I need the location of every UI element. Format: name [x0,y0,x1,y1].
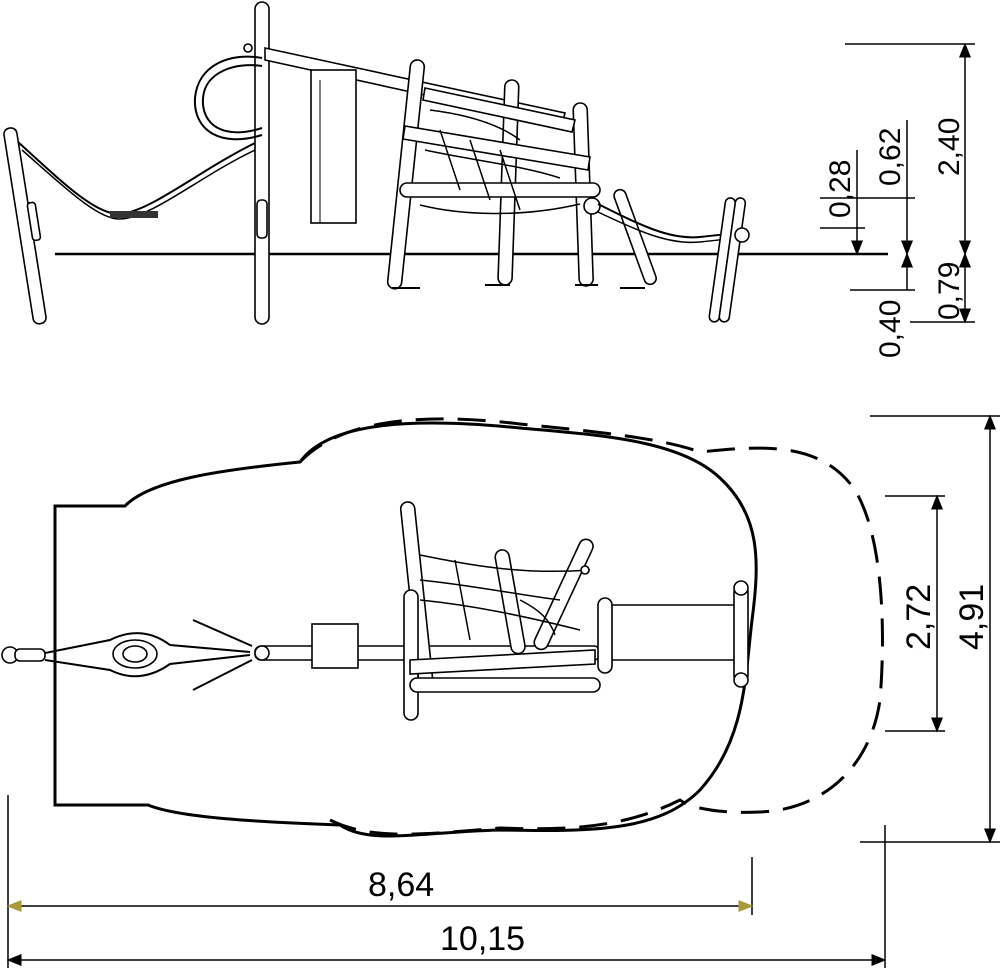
plan-view: 4,91 2,72 8,64 10,15 [1,414,1000,968]
dim-depth-a: 0,79 [933,262,966,320]
plan-dimensions: 4,91 2,72 8,64 10,15 [6,414,1000,968]
rope-bridge [583,197,750,323]
dim-upper-height: 0,62 [874,128,907,186]
plan-climbing-frame [399,501,613,721]
side-view: 2,40 0,62 0,28 0,79 0,40 [3,1,975,358]
dim-width-inner: 2,72 [900,584,938,650]
climbing-frame [386,59,657,290]
dim-length-inner: 8,64 [368,866,434,904]
dim-lower-height: 0,28 [824,160,857,218]
hammock-swing [3,127,256,325]
dim-width-total: 4,91 [953,584,991,650]
side-dimensions: 2,40 0,62 0,28 0,79 0,40 [820,42,975,358]
dim-length-total: 10,15 [440,920,525,958]
plan-right-post [733,580,749,688]
dim-depth-b: 0,40 [874,300,907,358]
plan-hammock [1,619,253,691]
main-post [193,1,270,325]
dim-total-height: 2,40 [933,118,966,176]
safety-area-dashed [298,417,884,836]
